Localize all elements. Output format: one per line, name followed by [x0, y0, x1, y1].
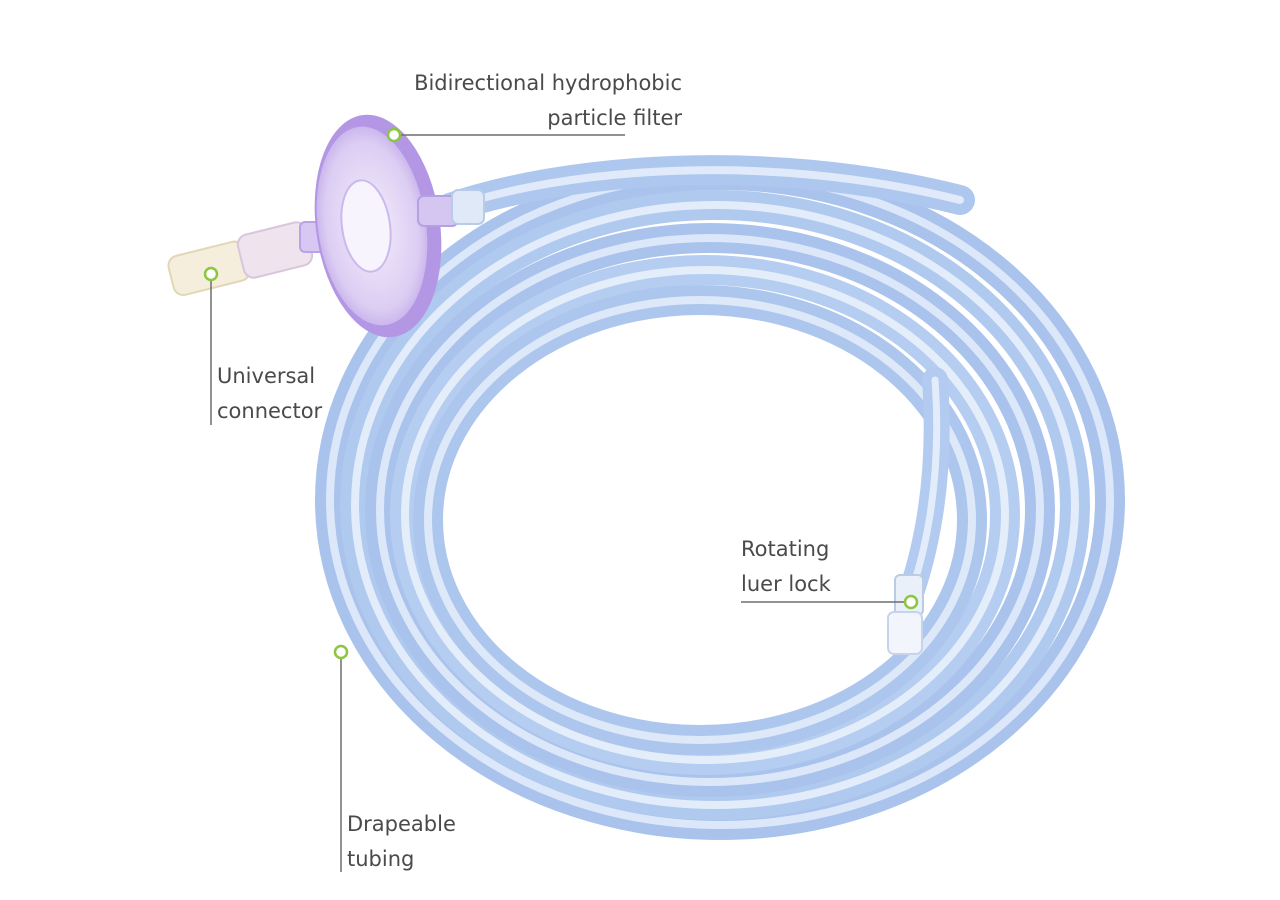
luer-label-line-1: Rotating [741, 537, 830, 561]
tubing-label: Drapeable tubing [347, 807, 456, 877]
luer-label-line-2: luer lock [741, 572, 831, 596]
connector-label-line-1: Universal [217, 364, 316, 388]
leader-lines [210, 134, 911, 872]
connector-marker [203, 266, 219, 282]
luer-label: Rotating luer lock [741, 532, 831, 602]
tubing-marker [333, 644, 349, 660]
tubing-coil [315, 155, 1125, 840]
callout-markers [203, 127, 919, 660]
filter-label-line-2: particle filter [547, 106, 682, 130]
tubing-label-line-2: tubing [347, 847, 415, 871]
filter-label-line-1: Bidirectional hydrophobic [414, 71, 682, 95]
connector-label-line-2: connector [217, 399, 323, 423]
luer-lock-part [887, 574, 924, 655]
luer-marker [903, 594, 919, 610]
particle-filter-part [314, 114, 485, 338]
filter-marker [386, 127, 402, 143]
filter-label: Bidirectional hydrophobic particle filte… [405, 66, 682, 136]
universal-connector-part [167, 221, 331, 296]
connector-label: Universal connector [217, 359, 322, 429]
tubing-label-line-1: Drapeable [347, 812, 456, 836]
